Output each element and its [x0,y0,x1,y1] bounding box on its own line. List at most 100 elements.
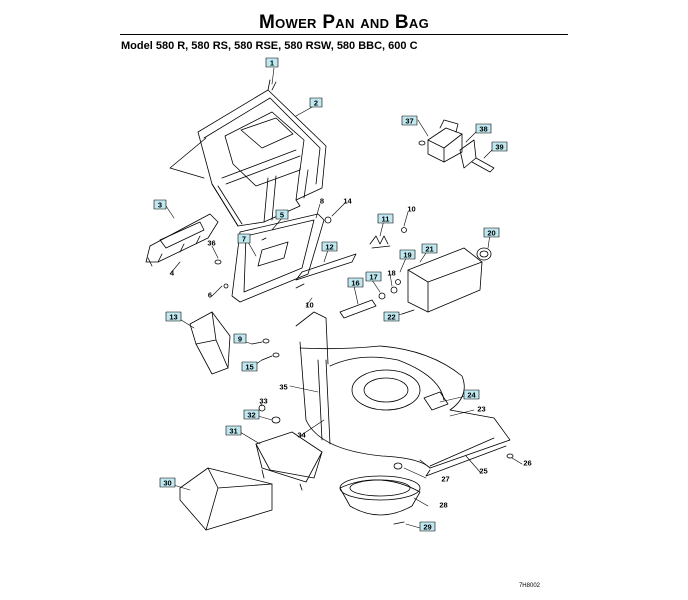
callout-number: 2 [314,99,318,108]
spring [369,227,407,249]
callout-number: 32 [247,411,255,420]
page-title: Mower Pan and Bag [258,12,430,33]
rear-door [214,213,325,303]
callout-16: 16 [347,277,364,288]
callout-12: 12 [321,241,338,252]
callout-26: 26 [523,459,531,468]
callout-27: 27 [441,475,449,484]
callout-28: 28 [439,501,447,510]
title-rule [120,34,568,35]
callout-24: 24 [463,389,480,400]
callout-7: 7 [237,233,251,244]
callout-17: 17 [365,271,382,282]
drawing-code: 7H8002 [518,583,540,589]
callout-22: 22 [383,311,400,322]
callout-number: 5 [280,211,284,220]
callout-number: 12 [325,243,333,252]
grass-bag [169,117,294,179]
callout-number: 27 [441,475,449,484]
callout-number: 23 [477,405,485,414]
callout-number: 30 [163,479,171,488]
callout-number: 7 [242,235,246,244]
callout-number: 33 [259,397,267,406]
model-list: Model 580 R, 580 RS, 580 RSE, 580 RSW, 5… [121,40,418,52]
mower-pan [295,311,514,477]
nut [324,216,332,224]
callout-number: 37 [405,117,413,126]
callout-33: 33 [259,397,267,406]
callout-number: 35 [279,383,287,392]
callout-number: 39 [495,143,503,152]
callout-30: 30 [159,477,176,488]
callout-number: 36 [207,239,215,248]
callout-3: 3 [153,199,167,210]
callout-number: 19 [403,251,411,260]
callout-number: 11 [382,215,390,224]
callout-11: 11 [377,213,394,224]
callout-number: 9 [238,335,242,344]
callout-number: 22 [387,313,395,322]
callout-10: 10 [407,205,415,214]
callout-number: 34 [297,431,306,440]
callout-number: 18 [387,269,395,278]
callout-number: 4 [170,269,175,278]
callout-number: 25 [479,467,487,476]
callout-2: 2 [309,97,323,108]
callout-number: 10 [305,301,313,310]
callout-number: 10 [407,205,415,214]
callout-32: 32 [243,409,260,420]
bottom-dish [339,475,421,525]
bracket-assembly [418,119,495,173]
callout-8: 8 [320,197,324,206]
callout-number: 38 [479,125,487,134]
callout-number: 29 [423,523,431,532]
callout-25: 25 [479,467,487,476]
callout-1: 1 [265,57,279,68]
callout-18: 18 [387,269,395,278]
callout-35: 35 [279,383,287,392]
callout-34: 34 [297,431,306,440]
callout-9: 9 [233,333,247,344]
callout-13: 13 [165,311,182,322]
callout-29: 29 [419,521,436,532]
leader-lines [165,67,523,529]
callout-number: 3 [158,201,162,210]
callout-number: 28 [439,501,447,510]
callout-number: 24 [467,391,476,400]
callout-39: 39 [491,141,508,152]
callout-37: 37 [401,115,418,126]
callout-number: 17 [369,273,377,282]
front-shield [179,467,273,531]
callout-number: 26 [523,459,531,468]
rod [295,253,357,289]
callout-number: 14 [343,197,352,206]
front-cover [255,404,323,491]
callout-38: 38 [475,123,492,134]
callout-14: 14 [343,197,352,206]
callout-36: 36 [207,239,215,248]
axle-parts [339,279,415,319]
callout-19: 19 [399,249,416,260]
callout-10: 10 [305,301,313,310]
callout-number: 6 [208,291,212,300]
callout-number: 8 [320,197,324,206]
bag-frame [197,79,327,227]
callout-20: 20 [483,227,500,238]
callout-23: 23 [477,405,485,414]
callout-number: 15 [245,363,253,372]
callout-5: 5 [275,209,289,220]
callout-number: 13 [169,313,177,322]
callout-31: 31 [225,425,242,436]
deflector [145,213,219,267]
callout-number: 31 [229,427,237,436]
rear-cover [407,247,492,313]
callout-4: 4 [170,269,175,278]
callout-number: 21 [425,245,433,254]
side-guard [189,311,231,375]
callout-21: 21 [421,243,438,254]
callout-number: 16 [351,279,359,288]
bolts [251,338,280,361]
